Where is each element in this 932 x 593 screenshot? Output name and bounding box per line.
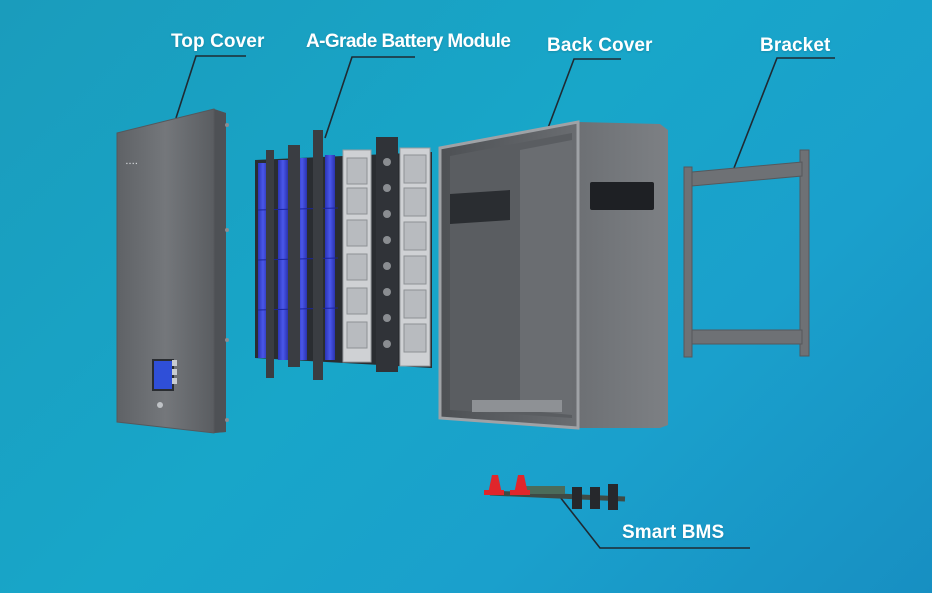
label-smart-bms: Smart BMS [622,522,725,543]
label-top-cover: Top Cover [171,31,265,52]
bracket-part [683,149,810,358]
bms-strip [376,137,398,372]
back-cover-leader-line [547,58,621,129]
strip-bolts [383,158,391,348]
svg-text:▪ ▪ ▪ ▪: ▪ ▪ ▪ ▪ [126,161,137,167]
leader-lines [175,55,835,549]
label-battery-module: A-Grade Battery Module [306,31,511,52]
cell-terminals-left [346,157,368,349]
bms-black-terminals [572,484,618,510]
smart-bms-part [484,475,626,510]
smart-bms-leader-line [559,496,750,549]
battery-module-part [255,130,432,380]
power-button [157,402,163,408]
top-cover-part: ▪ ▪ ▪ ▪ [116,108,229,434]
lcd-display [152,359,174,391]
end-plates [266,130,323,380]
label-bracket: Bracket [760,35,831,56]
battery-module-leader-line [324,56,415,139]
bracket-leader-line [733,57,835,169]
top-cover-leader-line [175,55,246,119]
back-cover-part [438,120,668,430]
label-back-cover: Back Cover [547,35,653,56]
bms-red-terminals [484,475,530,495]
back-cover-handle-slot [590,182,654,210]
cell-terminals-right [403,154,427,353]
